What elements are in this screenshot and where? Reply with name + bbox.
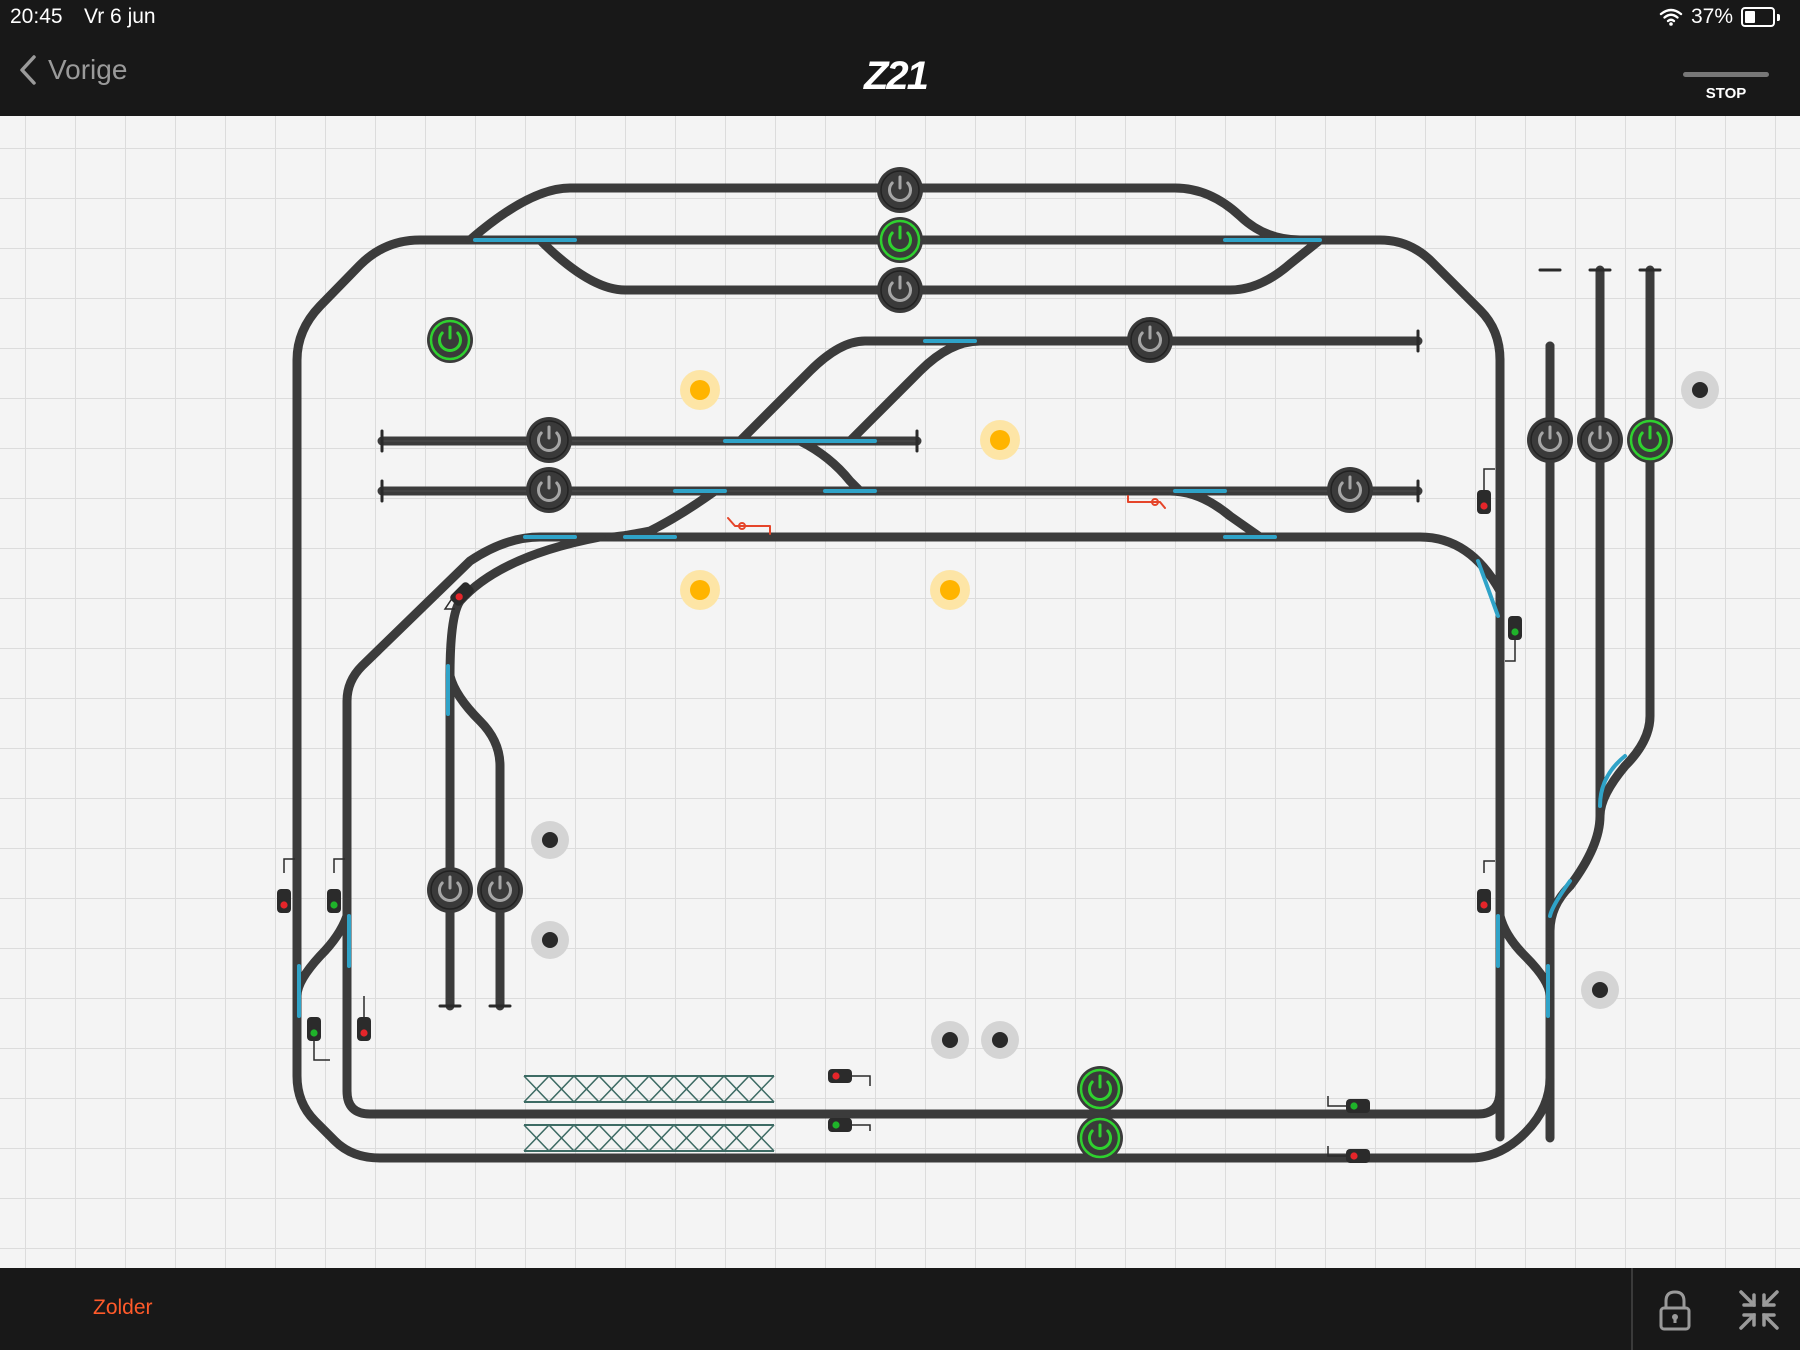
stop-label: STOP xyxy=(1705,85,1747,102)
indicator-icon[interactable] xyxy=(531,921,569,959)
lock-icon xyxy=(1659,1290,1691,1331)
signal-icon[interactable] xyxy=(327,889,341,913)
wifi-icon xyxy=(1659,8,1683,26)
signal-icon[interactable] xyxy=(1477,889,1491,913)
signal-icon[interactable] xyxy=(357,1017,371,1041)
compress-button[interactable] xyxy=(1737,1288,1781,1332)
indicator-icon[interactable] xyxy=(531,821,569,859)
app-logo: Z21 xyxy=(864,54,929,98)
power-button[interactable] xyxy=(425,865,475,915)
signal-icon[interactable] xyxy=(828,1069,852,1083)
signal-icon[interactable] xyxy=(1508,616,1522,640)
status-battery: 37% xyxy=(1659,5,1780,29)
power-button[interactable] xyxy=(1325,465,1375,515)
toolbar-divider xyxy=(1631,1268,1633,1350)
lamp-icon[interactable] xyxy=(980,420,1020,460)
battery-level xyxy=(1745,11,1755,23)
stop-button[interactable]: STOP xyxy=(1682,50,1770,102)
power-button[interactable] xyxy=(875,215,925,265)
stop-bar-icon xyxy=(1683,72,1769,77)
signal-icon[interactable] xyxy=(277,889,291,913)
battery-tip xyxy=(1777,13,1780,21)
battery-icon xyxy=(1741,7,1775,27)
power-button[interactable] xyxy=(475,865,525,915)
signal-icon[interactable] xyxy=(1346,1149,1370,1163)
power-button[interactable] xyxy=(875,265,925,315)
chevron-left-icon xyxy=(20,55,36,85)
signal-icon[interactable] xyxy=(1477,490,1491,514)
back-label: Vorige xyxy=(48,54,128,85)
layout-tab-zolder[interactable]: Zolder xyxy=(93,1296,153,1319)
signal-icon[interactable] xyxy=(307,1017,321,1041)
track-layout-canvas[interactable] xyxy=(0,116,1800,1268)
power-button[interactable] xyxy=(1625,415,1675,465)
power-button[interactable] xyxy=(875,165,925,215)
indicator-icon[interactable] xyxy=(1681,371,1719,409)
lamp-icon[interactable] xyxy=(680,370,720,410)
power-button[interactable] xyxy=(1575,415,1625,465)
bottom-toolbar: Zolder xyxy=(0,1268,1800,1350)
back-button[interactable]: Vorige xyxy=(18,54,127,86)
compress-icon xyxy=(1739,1290,1779,1330)
power-button[interactable] xyxy=(524,415,574,465)
navigation-bar: Vorige Z21 STOP xyxy=(0,34,1800,116)
power-button[interactable] xyxy=(1125,315,1175,365)
tracks xyxy=(292,183,1662,1163)
track-plan xyxy=(0,116,1800,1268)
signal-icon[interactable] xyxy=(1346,1099,1370,1113)
lamp-icon[interactable] xyxy=(680,570,720,610)
power-button[interactable] xyxy=(425,315,475,365)
indicator-icon[interactable] xyxy=(981,1021,1019,1059)
indicator-icon[interactable] xyxy=(1581,971,1619,1009)
status-date: Vr 6 jun xyxy=(84,5,156,28)
signal-icon[interactable] xyxy=(828,1118,852,1132)
status-time: 20:45 xyxy=(10,5,63,28)
indicator-icon[interactable] xyxy=(931,1021,969,1059)
power-button[interactable] xyxy=(1075,1113,1125,1163)
status-bar: 20:45 Vr 6 jun 37% xyxy=(0,0,1800,34)
lock-button[interactable] xyxy=(1655,1288,1695,1332)
power-button[interactable] xyxy=(1075,1064,1125,1114)
power-button[interactable] xyxy=(524,465,574,515)
power-button[interactable] xyxy=(1525,415,1575,465)
lamp-icon[interactable] xyxy=(930,570,970,610)
battery-percent: 37% xyxy=(1690,5,1733,28)
